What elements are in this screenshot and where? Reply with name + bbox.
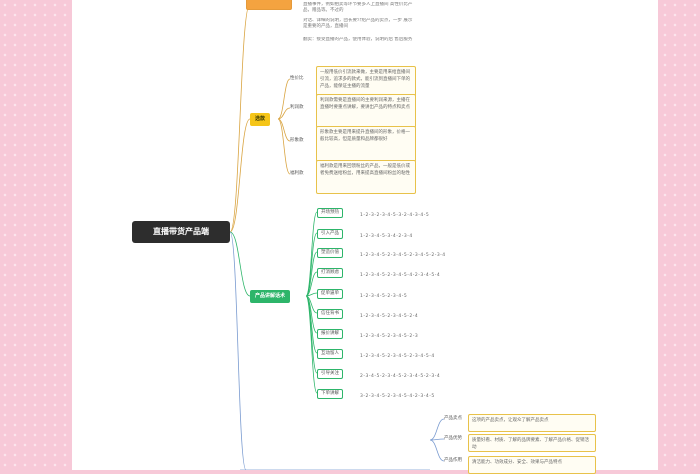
feature-item-note: 这项的产品卖点，让观众了解产品卖点 bbox=[468, 414, 596, 432]
connector-root-script bbox=[229, 231, 251, 297]
selection-item-note: 一般用低价引流款来做，主要是用来给直播间引流，追求多的款式，能引流到直播间下单的… bbox=[316, 66, 416, 98]
script-step-label[interactable]: 塑造价值 bbox=[317, 248, 343, 258]
script-step-sequence: 1-2-3-4-5-2-3-4-5-4-2-3-4-5-4 bbox=[360, 273, 441, 278]
feature-item-label[interactable]: 产品作用 bbox=[444, 458, 462, 463]
top-note-2: 对话、详细的说明，团长要介绍产品的卖点，一步 展示是重要的产品，直播间 bbox=[303, 18, 413, 29]
selection-item-note: 福利款是用来回馈粉丝的产品，一般是低价或者免费送给粉丝，用来提高直播间粉丝的粘性 bbox=[316, 160, 416, 194]
script-step-sequence: 1-2-3-4-5-2-3-4-5-2-3-4-5-4 bbox=[360, 354, 435, 359]
selection-item-label[interactable]: 性价比 bbox=[290, 76, 304, 81]
connector-root-selection bbox=[229, 118, 251, 233]
connector-selection-item bbox=[277, 118, 291, 175]
feature-item-label[interactable]: 产品卖点 bbox=[444, 416, 462, 421]
connector-script-item bbox=[305, 295, 318, 374]
branch-product-script[interactable]: 产品讲解话术 bbox=[250, 290, 291, 303]
script-step-sequence: 1-2-3-4-5-2-3-4-5-2-4 bbox=[360, 314, 419, 319]
script-step-sequence: 1-2-3-4-5-2-3-4-5 bbox=[360, 294, 408, 299]
branch-selection[interactable]: 选款 bbox=[250, 113, 271, 126]
connector-feature-item bbox=[429, 418, 445, 441]
script-step-sequence: 1-2-3-4-5-3-4-2-3-4 bbox=[360, 234, 413, 239]
script-step-label[interactable]: 引入产品 bbox=[317, 229, 343, 239]
script-step-sequence: 1-2-3-4-5-2-3-4-5-2-3-4-5-2-3-4 bbox=[360, 253, 446, 258]
script-step-label[interactable]: 促单逼单 bbox=[317, 289, 343, 299]
selection-item-note: 利润款需要是直播间的主要利润来源，主播在直播时要重点讲解，要讲出产品的特点和卖点 bbox=[316, 94, 416, 128]
feature-item-label[interactable]: 产品优势 bbox=[444, 436, 462, 441]
connector-selection-item bbox=[277, 78, 291, 120]
connector-script-item bbox=[305, 232, 318, 297]
script-step-label[interactable]: 互动留人 bbox=[317, 349, 343, 359]
script-step-label[interactable]: 开场预热 bbox=[317, 208, 343, 218]
script-step-sequence: 2-3-4-5-2-3-4-5-2-3-4-5-2-3-4 bbox=[360, 374, 441, 379]
script-step-sequence: 1-2-3-4-5-2-3-4-5-2-3 bbox=[360, 334, 419, 339]
script-step-sequence: 3-2-3-4-5-2-3-4-5-4-2-3-4-5 bbox=[360, 394, 435, 399]
connector-feature-item bbox=[429, 439, 445, 462]
connector-script-item bbox=[305, 251, 318, 297]
feature-item-note: 质量好看、材质、了解的品牌要素、了解产品价格、促销活动 bbox=[468, 434, 596, 452]
script-step-label[interactable]: 下单讲解 bbox=[317, 389, 343, 399]
top-note-3: 翻卖：接受直播的产品，使用体验，说明的后 售后服务 bbox=[303, 37, 413, 42]
selection-item-label[interactable]: 形象款 bbox=[290, 138, 304, 143]
top-orange-node bbox=[246, 0, 292, 10]
script-step-label[interactable]: 报价讲解 bbox=[317, 329, 343, 339]
script-step-label[interactable]: 打消顾虑 bbox=[317, 268, 343, 278]
root-node[interactable]: 直播带货产品端 bbox=[132, 221, 230, 243]
connector-script-item bbox=[305, 295, 318, 394]
connector-root-bottom bbox=[229, 231, 247, 470]
selection-item-label[interactable]: 福利款 bbox=[290, 171, 304, 176]
top-note-1: 直播事件，例如拍卖等环节要多人上直播间 高性价比产品，赠品等。不过的 bbox=[303, 2, 413, 13]
connector-root-top bbox=[229, 3, 251, 233]
connector-selection-item bbox=[277, 107, 291, 120]
script-step-label[interactable]: 信任背书 bbox=[317, 309, 343, 319]
selection-item-label[interactable]: 利润款 bbox=[290, 105, 304, 110]
script-step-label[interactable]: 引导关注 bbox=[317, 369, 343, 379]
feature-item-note: 清洁能力、功效成分、安全、效果与产品特点 bbox=[468, 456, 596, 474]
selection-item-note: 形象款主要是用来提升直播间的形象，价格一般比较高，但是质量和品牌都很好 bbox=[316, 126, 416, 162]
connector-script-item bbox=[305, 292, 318, 297]
script-step-sequence: 1-2-3-2-3-4-5-3-2-4-3-4-5 bbox=[360, 213, 430, 218]
connector-script-item bbox=[305, 271, 318, 297]
